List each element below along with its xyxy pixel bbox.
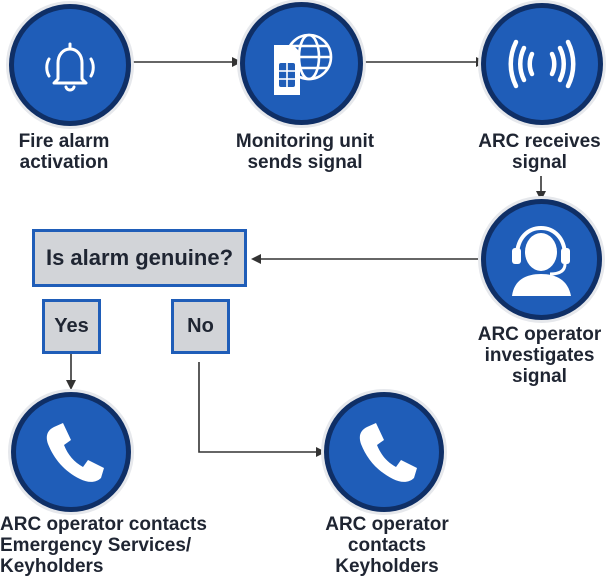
arc-operator-label: ARC operator investigates signal (477, 324, 602, 387)
sim-globe-icon (274, 33, 333, 95)
contact-keyholders-label: ARC operator contacts Keyholders (325, 514, 449, 577)
phone-icon (359, 423, 417, 482)
arc-operator-node (486, 204, 597, 315)
arc-receives-node (486, 8, 598, 120)
yes-box: Yes (42, 299, 101, 354)
arc-receives-label: ARC receives signal (478, 131, 601, 173)
bell-icon (45, 42, 95, 92)
arrow-no-to-keyholders (198, 362, 326, 457)
signal-waves-icon (508, 39, 576, 89)
decision-box: Is alarm genuine? (32, 229, 247, 287)
phone-icon (46, 423, 104, 482)
headset-operator-icon (512, 225, 571, 296)
fire-alarm-node (14, 9, 126, 121)
contact-keyholders-node (329, 397, 439, 507)
monitoring-unit-label: Monitoring unit sends signal (235, 131, 375, 173)
fire-alarm-label: Fire alarm activation (18, 131, 110, 173)
no-box: No (171, 299, 230, 354)
contact-emergency-node (16, 397, 126, 507)
monitoring-unit-node (245, 7, 358, 120)
contact-emergency-label: ARC operator contacts Emergency Services… (0, 514, 207, 577)
